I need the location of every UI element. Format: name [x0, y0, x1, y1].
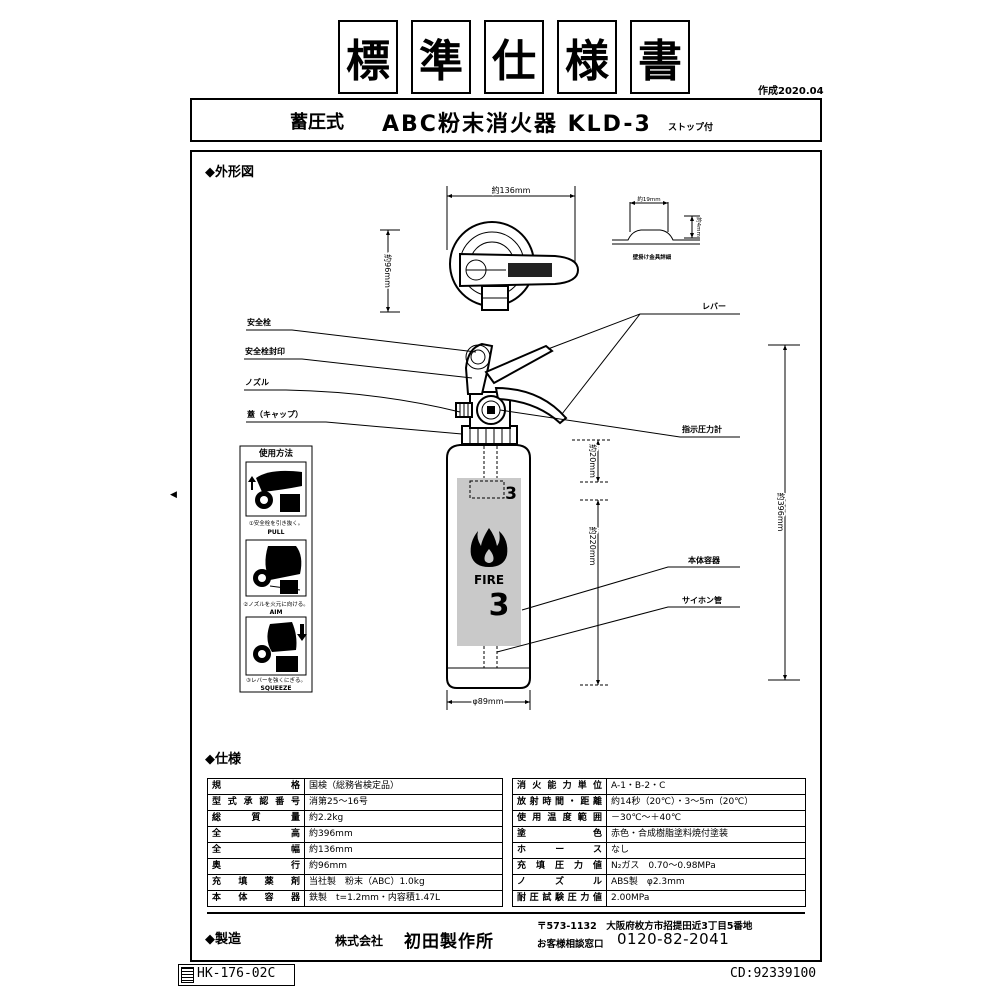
product-header: 蓄圧式 ABC粉末消火器 KLD-3 ストップ付 — [190, 98, 822, 142]
product-type: 蓄圧式 — [290, 112, 344, 133]
product-name: ABC粉末消火器 KLD-3 — [382, 112, 652, 137]
spec-value: 鉄製 t=1.2mm・内容積1.47L — [304, 890, 503, 907]
spec-label: 消火能力単位 — [512, 778, 607, 795]
spec-value: 約14秒（20℃）・3～5m（20℃） — [606, 794, 806, 811]
spec-row: 奥行約96mm — [207, 858, 503, 875]
spec-row: 型式承認番号消第25～16号 — [207, 794, 503, 811]
spec-value: 赤色・合成樹脂塗料焼付塗装 — [606, 826, 806, 843]
company-name: 初田製作所 — [404, 932, 494, 952]
spec-label: 耐圧試験圧力値 — [512, 890, 607, 907]
title-char: 準 — [411, 20, 471, 94]
spec-label: 総質量 — [207, 810, 305, 827]
spec-row: 総質量約2.2kg — [207, 810, 503, 827]
spec-row: 放射時間・距離約14秒（20℃）・3～5m（20℃） — [512, 794, 806, 811]
section-divider — [207, 912, 805, 914]
section-outline-title: ◆外形図 — [205, 165, 254, 180]
spec-value: N₂ガス 0.70～0.98MPa — [606, 858, 806, 875]
cd-code: CD:92339100 — [730, 966, 817, 981]
spec-label: 全幅 — [207, 842, 305, 859]
spec-value: 当社製 粉末（ABC）1.0kg — [304, 874, 503, 891]
spec-value: なし — [606, 842, 806, 859]
spec-value: 約136mm — [304, 842, 503, 859]
spec-row: ホースなし — [512, 842, 806, 859]
main-frame — [190, 150, 822, 962]
spec-label: 塗色 — [512, 826, 607, 843]
spec-label: 型式承認番号 — [207, 794, 305, 811]
spec-label: 充填薬剤 — [207, 874, 305, 891]
spec-value: 2.00MPa — [606, 890, 806, 907]
spec-label: 本体容器 — [207, 890, 305, 907]
company-type: 株式会社 — [335, 934, 384, 948]
spec-value: 消第25～16号 — [304, 794, 503, 811]
spec-row: 塗色赤色・合成樹脂塗料焼付塗装 — [512, 826, 806, 843]
created-date: 作成2020.04 — [758, 86, 824, 97]
drawing-number-box: HK-176-02C — [178, 964, 295, 986]
title-char: 書 — [630, 20, 690, 94]
product-note: ストップ付 — [668, 123, 714, 133]
spec-label: 奥行 — [207, 858, 305, 875]
title-char: 様 — [557, 20, 617, 94]
spec-value: ABS製 φ2.3mm — [606, 874, 806, 891]
spec-label: ホース — [512, 842, 607, 859]
support-phone: 0120-82-2041 — [617, 930, 730, 948]
spec-value: 約2.2kg — [304, 810, 503, 827]
title-char: 仕 — [484, 20, 544, 94]
drawing-number-icon — [181, 967, 194, 983]
spec-row: 全高約396mm — [207, 826, 503, 843]
section-specs-title: ◆仕様 — [205, 752, 241, 767]
spec-row: 使用温度範囲－30℃～＋40℃ — [512, 810, 806, 827]
document-title: 標 準 仕 様 書 — [338, 20, 690, 94]
section-maker-title: ◆製造 — [205, 932, 241, 947]
spec-row: 規格国検（総務省検定品） — [207, 778, 503, 795]
spec-label: 充填圧力値 — [512, 858, 607, 875]
left-marker-icon: ◀ — [170, 490, 177, 500]
spec-row: 全幅約136mm — [207, 842, 503, 859]
spec-row: 充填薬剤当社製 粉末（ABC）1.0kg — [207, 874, 503, 891]
spec-label: 規格 — [207, 778, 305, 795]
drawing-number: HK-176-02C — [197, 966, 276, 981]
spec-value: －30℃～＋40℃ — [606, 810, 806, 827]
company-address: 〒573-1132 大阪府枚方市招提田近3丁目5番地 — [537, 921, 753, 932]
spec-row: 本体容器鉄製 t=1.2mm・内容積1.47L — [207, 890, 503, 907]
spec-label: 使用温度範囲 — [512, 810, 607, 827]
spec-value: 約396mm — [304, 826, 503, 843]
spec-value: 約96mm — [304, 858, 503, 875]
spec-value: A-1・B-2・C — [606, 778, 806, 795]
support-label: お客様相談窓口 — [537, 939, 604, 950]
spec-label: 放射時間・距離 — [512, 794, 607, 811]
title-char: 標 — [338, 20, 398, 94]
spec-label: ノズル — [512, 874, 607, 891]
spec-label: 全高 — [207, 826, 305, 843]
spec-value: 国検（総務省検定品） — [304, 778, 503, 795]
